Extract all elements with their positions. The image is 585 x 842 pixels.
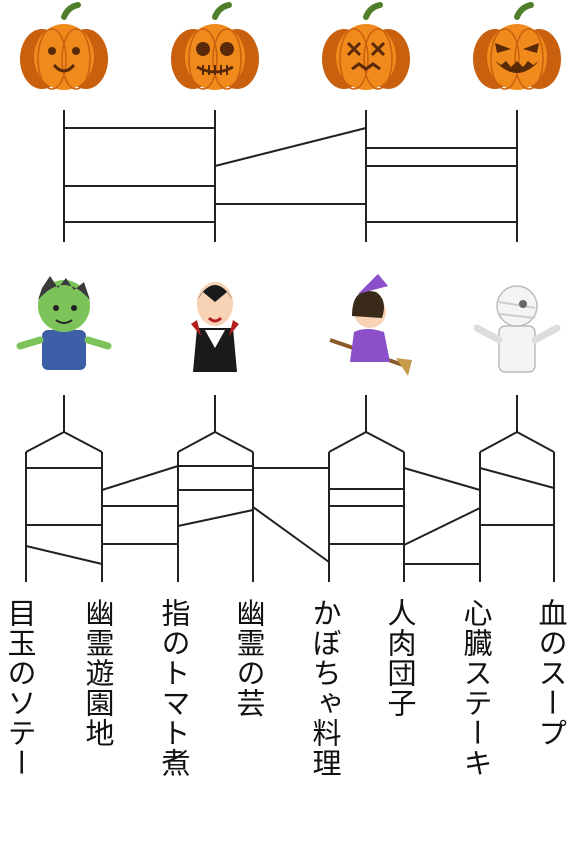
angry-pumpkin-icon <box>473 2 561 90</box>
rung[interactable] <box>177 509 254 527</box>
split-right[interactable] <box>214 431 254 453</box>
mummy-icon <box>473 285 561 373</box>
rung[interactable] <box>25 545 103 565</box>
rung[interactable] <box>479 467 555 489</box>
stitched-smile-pumpkin-icon <box>171 2 259 90</box>
split-left[interactable] <box>177 431 216 453</box>
dish-label: 心臓ステーキ <box>459 598 493 778</box>
split-left[interactable] <box>328 431 367 453</box>
dish-label: 目玉のソテー <box>3 598 37 778</box>
dish-label: かぼちゃ料理 <box>308 598 342 778</box>
rung[interactable] <box>403 507 481 546</box>
x-eyed-pumpkin-icon <box>322 2 410 90</box>
dish-label: 人肉団子 <box>383 598 417 718</box>
rung[interactable] <box>252 506 330 563</box>
monster-row <box>16 274 561 376</box>
split-right[interactable] <box>516 431 555 453</box>
rung[interactable] <box>101 465 179 491</box>
dish-label: 幽霊の芸 <box>232 598 266 718</box>
bottom-ladder <box>25 395 555 582</box>
rung[interactable] <box>403 467 481 491</box>
dish-label: 血のスープ <box>534 598 568 748</box>
top-rung[interactable] <box>214 127 367 167</box>
witch-on-broom-icon <box>329 274 412 376</box>
happy-pumpkin-icon <box>20 2 108 90</box>
split-left[interactable] <box>479 431 518 453</box>
frankenstein-icon <box>16 276 112 370</box>
pumpkin-row <box>20 2 561 90</box>
dish-label: 幽霊遊園地 <box>81 598 115 748</box>
dracula-icon <box>191 282 239 372</box>
top-ladder <box>63 110 518 242</box>
split-left[interactable] <box>25 431 65 453</box>
split-right[interactable] <box>365 431 405 453</box>
split-right[interactable] <box>63 431 103 453</box>
dish-label: 指のトマト煮 <box>157 598 191 778</box>
